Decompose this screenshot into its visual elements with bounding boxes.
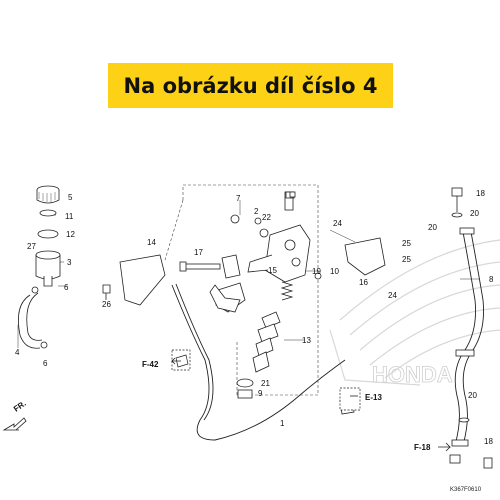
callout-24: 24 bbox=[333, 219, 342, 228]
clutch-cable bbox=[171, 283, 346, 441]
callout-25: 25 bbox=[402, 239, 411, 248]
front-label: FR. bbox=[12, 399, 28, 414]
bracket-16 bbox=[344, 237, 386, 276]
title-text: Na obrázku díl číslo 4 bbox=[123, 73, 378, 98]
callout-20c: 20 bbox=[468, 391, 477, 400]
callout-25b: 25 bbox=[402, 255, 411, 264]
ref-icon-f42 bbox=[171, 349, 191, 371]
reservoir-cap bbox=[36, 185, 60, 204]
callout-11: 11 bbox=[65, 212, 74, 221]
sealing-washer bbox=[458, 417, 470, 423]
washer bbox=[259, 228, 269, 238]
callout-19: 19 bbox=[312, 267, 321, 276]
callout-22: 22 bbox=[262, 213, 271, 222]
callout-4: 4 bbox=[15, 348, 20, 357]
callout-18b: 18 bbox=[484, 437, 493, 446]
front-arrow-icon bbox=[2, 417, 27, 431]
callout-3: 3 bbox=[67, 258, 72, 267]
bolt-17 bbox=[179, 261, 221, 272]
callout-12: 12 bbox=[66, 230, 75, 239]
washer bbox=[230, 214, 240, 224]
callout-20: 20 bbox=[470, 209, 479, 218]
master-cylinder bbox=[247, 224, 311, 283]
assembly-frame bbox=[164, 184, 319, 396]
honda-wing-watermark bbox=[329, 239, 500, 386]
diagram-code: K367F0610 bbox=[450, 487, 482, 493]
f42-arrow-icon bbox=[171, 357, 181, 365]
callout-13: 13 bbox=[302, 336, 311, 345]
callout-21: 21 bbox=[261, 379, 270, 388]
spring bbox=[280, 281, 294, 301]
reservoir-hose bbox=[17, 292, 43, 349]
callout-7: 7 bbox=[236, 194, 241, 203]
washer bbox=[314, 272, 322, 280]
banjo-bolts bbox=[285, 191, 493, 469]
callout-17: 17 bbox=[194, 248, 203, 257]
callout-20b: 20 bbox=[428, 223, 437, 232]
ref-icon-e13 bbox=[339, 387, 361, 411]
callout-5: 5 bbox=[68, 193, 73, 202]
callout-8: 8 bbox=[489, 275, 494, 284]
callout-16: 16 bbox=[359, 278, 368, 287]
callout-9: 9 bbox=[258, 389, 263, 398]
cup bbox=[236, 378, 254, 388]
callout-24b: 24 bbox=[388, 291, 397, 300]
reservoir-bracket bbox=[119, 254, 166, 306]
callout-15: 15 bbox=[268, 266, 277, 275]
cap-plate bbox=[39, 209, 57, 217]
ref-label-e13: E-13 bbox=[365, 393, 382, 402]
honda-wordmark-watermark: HONDA bbox=[372, 362, 453, 387]
callout-14: 14 bbox=[147, 238, 156, 247]
callout-numbers: 1 2 3 4 5 6 6 7 8 9 10 11 12 13 14 15 16… bbox=[15, 189, 494, 446]
diaphragm bbox=[37, 229, 59, 239]
cable-clamp bbox=[209, 284, 241, 313]
callout-27: 27 bbox=[27, 242, 36, 251]
callout-26: 26 bbox=[102, 300, 111, 309]
callout-6b: 6 bbox=[43, 359, 48, 368]
washer bbox=[254, 217, 262, 225]
callout-6: 6 bbox=[64, 283, 69, 292]
callout-2: 2 bbox=[254, 207, 259, 216]
bolt-18-top bbox=[451, 187, 463, 197]
f18-arrow-icon bbox=[438, 442, 451, 452]
hose-clip bbox=[40, 341, 48, 349]
piston-set bbox=[252, 311, 281, 373]
callout-10: 10 bbox=[330, 267, 339, 276]
hose-clip bbox=[31, 286, 39, 294]
callout-1: 1 bbox=[280, 419, 285, 428]
ref-label-f18: F-18 bbox=[414, 443, 431, 452]
ref-label-f42: F-42 bbox=[142, 360, 159, 369]
bolt bbox=[102, 284, 111, 300]
leader-lines bbox=[17, 196, 480, 348]
boot bbox=[237, 389, 253, 399]
hose-fittings bbox=[284, 191, 475, 447]
reservoir-body bbox=[35, 250, 61, 287]
sealing-washer bbox=[451, 212, 463, 218]
title-banner: Na obrázku díl číslo 4 bbox=[108, 63, 393, 108]
callout-18: 18 bbox=[476, 189, 485, 198]
